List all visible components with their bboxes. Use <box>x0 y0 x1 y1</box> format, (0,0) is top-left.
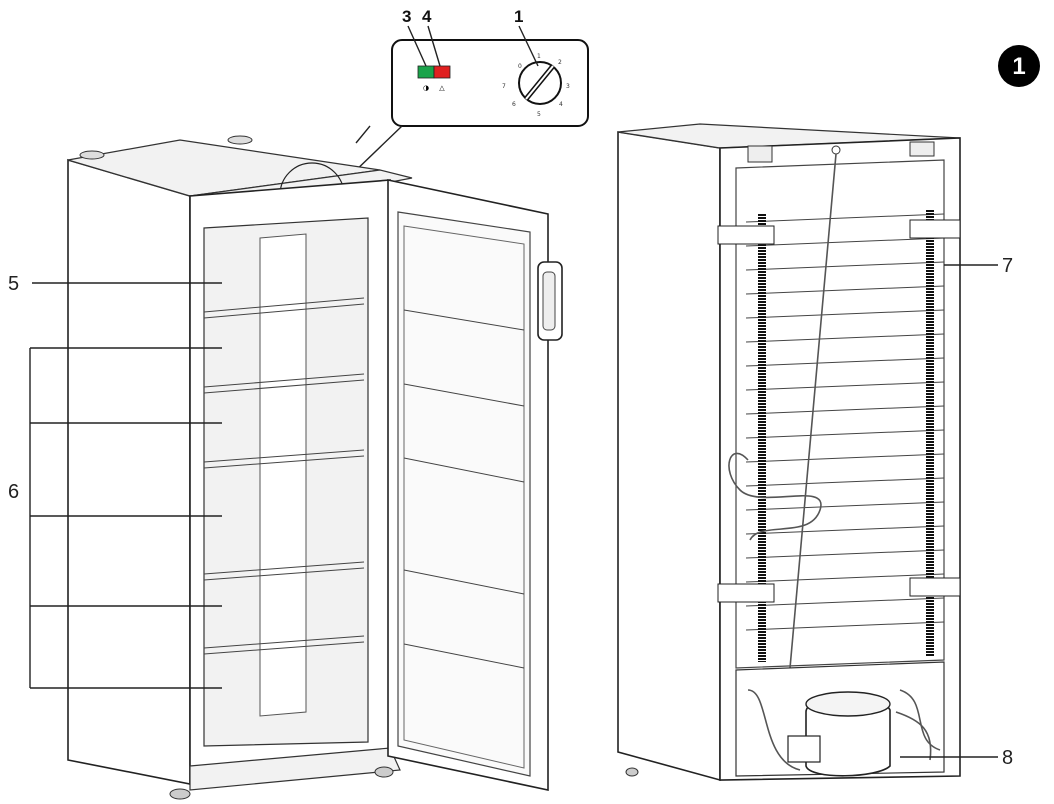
condenser-coil-lines <box>745 213 945 631</box>
callout-1: 1 <box>514 7 523 26</box>
compressor <box>787 691 891 777</box>
figure-number-badge: 1 <box>998 45 1040 87</box>
dial-number-6: 6 <box>512 101 516 108</box>
callout-6: 6 <box>8 481 19 503</box>
callout-3: 3 <box>402 7 411 26</box>
power-symbol-icon: ◑ <box>423 84 429 92</box>
green-indicator-lamp <box>417 65 435 79</box>
freezer-rear-view <box>617 123 961 782</box>
callout-5: 5 <box>8 273 19 295</box>
dial-number-0: 0 <box>518 63 522 70</box>
callout-4: 4 <box>422 7 432 26</box>
open-door <box>387 179 563 791</box>
callout-7: 7 <box>1002 255 1013 277</box>
dial-number-4: 4 <box>559 101 563 108</box>
figure-number-text: 1 <box>1012 53 1025 80</box>
shelves <box>203 297 365 655</box>
callout-8: 8 <box>1002 747 1013 769</box>
warning-symbol-icon: △ <box>439 84 445 92</box>
temperature-dial: 0 1 2 3 4 5 6 7 <box>502 53 570 118</box>
callout-lines-left <box>29 282 222 689</box>
dial-number-2: 2 <box>558 59 562 66</box>
dial-number-3: 3 <box>566 83 570 90</box>
dial-number-7: 7 <box>502 83 506 90</box>
red-indicator-lamp <box>433 65 451 79</box>
dial-number-5: 5 <box>537 111 541 118</box>
dial-number-1: 1 <box>537 53 541 60</box>
freezer-front-view <box>67 135 563 800</box>
control-panel-inset: ◑ △ 0 1 2 3 4 5 6 7 <box>349 25 589 177</box>
